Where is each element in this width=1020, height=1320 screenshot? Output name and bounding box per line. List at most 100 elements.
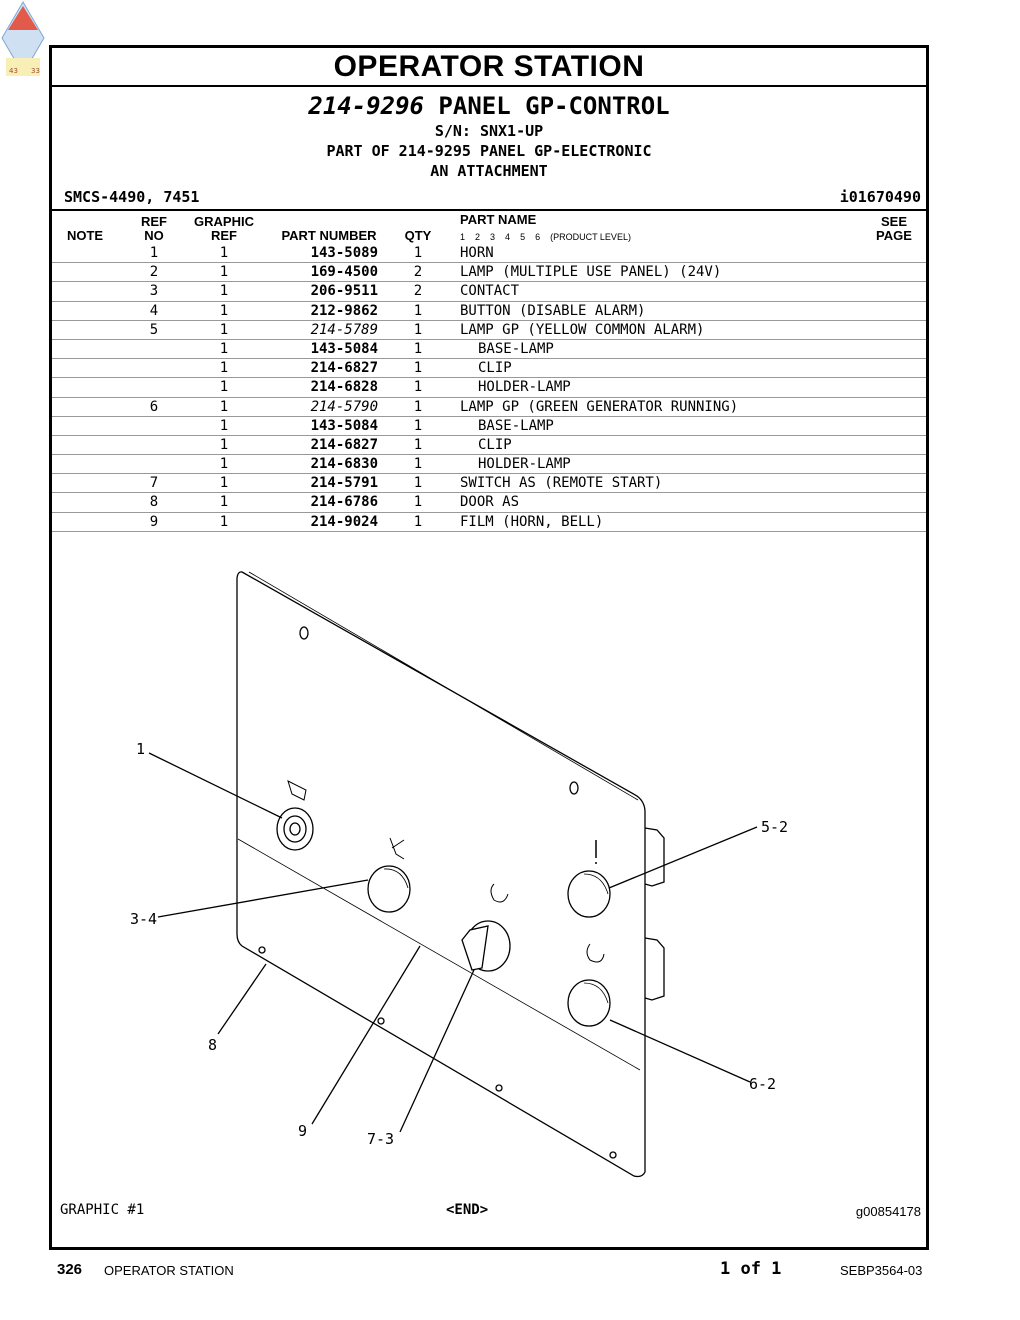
ref-no-cell: 5 [149, 321, 159, 338]
level-label: (PRODUCT LEVEL) [550, 232, 631, 242]
graphic-ref-cell: 1 [219, 321, 229, 338]
graphic-id: g00854178 [855, 1204, 921, 1219]
mount-hole [609, 1151, 617, 1159]
publisher-logo: 43 33 [1, 1, 45, 76]
table-row: 5 1 214-5789 1 LAMP GP (YELLOW COMMON ALARM) [52, 321, 926, 340]
qty-cell: 1 [413, 494, 423, 511]
illustration-id: i01670490 [839, 188, 921, 206]
level-label: 3 [490, 232, 496, 242]
part-name-cell: CONTACT [460, 283, 520, 300]
ref-no-cell: 1 [149, 245, 159, 261]
part-number-cell: 214-6786 [310, 494, 378, 511]
part-name-cell: HOLDER-LAMP [478, 379, 571, 396]
assembly-part-number: 214-9296 [308, 92, 424, 120]
leader-8 [217, 963, 267, 1035]
graphic-ref-cell: 1 [219, 417, 229, 434]
header-divider [52, 209, 926, 211]
end-marker: <END> [446, 1202, 489, 1218]
part-name-cell: LAMP GP (YELLOW COMMON ALARM) [460, 321, 705, 338]
disable-alarm-button [367, 865, 411, 913]
panel-bevel [248, 571, 639, 801]
yellow-alarm-lamp [567, 870, 611, 918]
callout-7-3: 7-3 [367, 1130, 394, 1148]
mount-hole [299, 626, 309, 640]
callout-1: 1 [136, 740, 145, 758]
graphic-ref-cell: 1 [219, 360, 229, 377]
part-number-cell: 212-9862 [310, 302, 378, 319]
section-title: OPERATOR STATION [52, 48, 926, 87]
part-name-cell: LAMP (MULTIPLE USE PANEL) (24V) [460, 264, 722, 281]
qty-cell: 1 [413, 398, 423, 415]
graphic-ref-cell: 1 [219, 494, 229, 511]
panel-plate [236, 571, 646, 1178]
part-name-cell: SWITCH AS (REMOTE START) [460, 475, 663, 492]
callout-9: 9 [298, 1122, 307, 1140]
assembly-part-name: PANEL GP-CONTROL [438, 92, 670, 120]
graphic-ref-cell: 1 [219, 513, 229, 530]
qty-cell: 1 [413, 321, 423, 338]
remote-start-symbol [490, 883, 509, 903]
level-label: 6 [535, 232, 541, 242]
leader-1 [148, 752, 283, 819]
document-id: SEBP3564-03 [840, 1263, 923, 1278]
col-see-page: SEE PAGE [876, 214, 912, 243]
col-note: NOTE [66, 228, 104, 243]
ref-no-cell: 7 [149, 475, 159, 492]
connector-upper [644, 827, 665, 887]
page-count: 1 of 1 [720, 1259, 782, 1279]
svg-text:43: 43 [9, 67, 18, 75]
qty-cell: 1 [413, 245, 423, 261]
part-name-cell: CLIP [478, 436, 512, 453]
page-frame: OPERATOR STATION 214-9296 PANEL GP-CONTR… [49, 45, 929, 1250]
smcs-codes: SMCS-4490, 7451 [64, 188, 200, 206]
panel-diagram: 1 3-4 5-2 6-2 8 9 7-3 [130, 571, 788, 1178]
generator-symbol [586, 943, 605, 963]
callout-3-4: 3-4 [130, 910, 157, 928]
leader-6-2 [609, 1019, 751, 1083]
part-number-cell: 214-9024 [310, 513, 378, 530]
graphic-ref-cell: 1 [219, 340, 229, 357]
part-name-cell: BASE-LAMP [478, 417, 554, 434]
part-name-cell: HOLDER-LAMP [478, 456, 571, 473]
part-name-cell: DOOR AS [460, 494, 520, 511]
horn-symbol [287, 780, 307, 801]
part-number-cell: 214-6828 [310, 379, 378, 396]
assembly-title: 214-9296 PANEL GP-CONTROL [52, 92, 926, 120]
part-number-cell: 214-5791 [310, 475, 378, 492]
part-number-cell: 214-6827 [310, 436, 378, 453]
qty-cell: 1 [413, 379, 423, 396]
disable-alarm-symbol [389, 837, 405, 860]
graphic-ref-cell: 1 [219, 283, 229, 300]
col-qty: QTY [404, 228, 432, 243]
leader-3-4 [157, 879, 369, 918]
graphic-ref-cell: 1 [219, 456, 229, 473]
attachment-line: AN ATTACHMENT [430, 162, 548, 180]
graphic-ref-cell: 1 [219, 302, 229, 319]
ref-no-cell: 9 [149, 513, 159, 530]
graphic-ref-cell: 1 [219, 475, 229, 492]
level-label: 4 [505, 232, 511, 242]
qty-cell: 2 [413, 283, 423, 300]
page-number: 326 [57, 1261, 83, 1278]
part-number-cell: 214-6830 [310, 456, 378, 473]
connector-lower [644, 937, 665, 1001]
part-number-cell: 214-6827 [310, 360, 378, 377]
part-number-cell: 214-5789 [310, 321, 378, 338]
col-part-name: PART NAME [460, 212, 537, 227]
leader-7-3 [399, 969, 475, 1133]
callout-8: 8 [208, 1036, 217, 1054]
graphic-ref-cell: 1 [219, 398, 229, 415]
ref-no-cell: 4 [149, 302, 159, 319]
qty-cell: 1 [413, 302, 423, 319]
mount-hole [377, 1017, 385, 1025]
qty-cell: 1 [413, 417, 423, 434]
mount-hole [569, 781, 579, 795]
